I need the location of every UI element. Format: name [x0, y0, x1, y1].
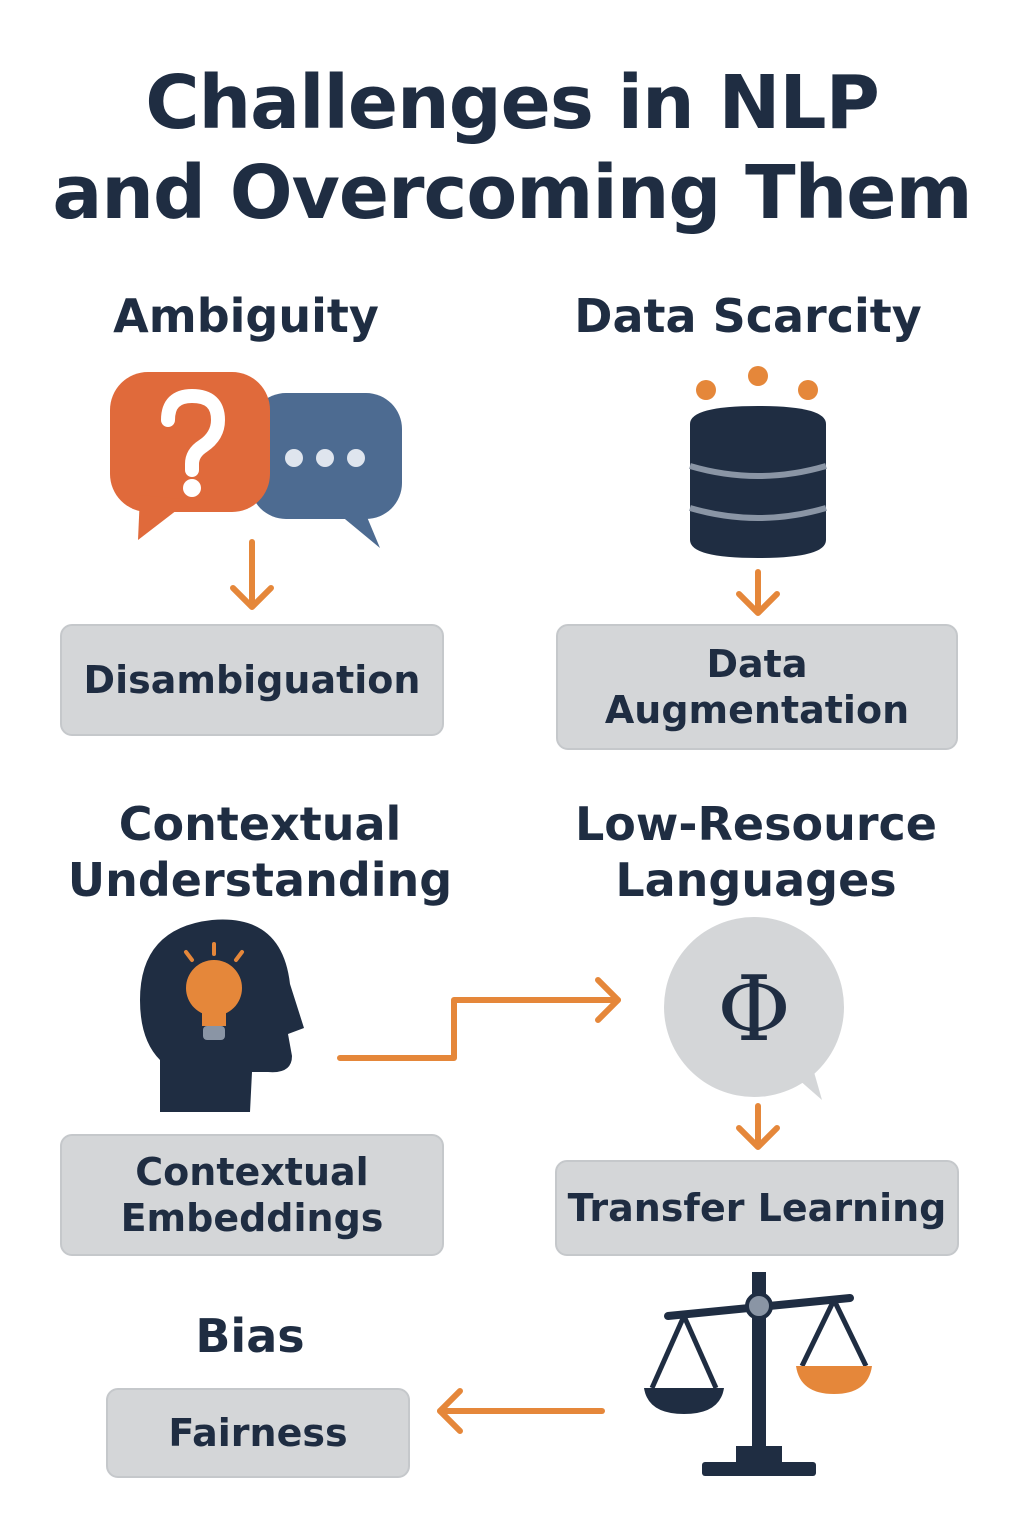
left-pan-bowl	[644, 1388, 724, 1414]
heading-low-resource-line-1: Low-Resource	[574, 797, 937, 851]
box-disambiguation: Disambiguation	[60, 624, 444, 736]
title-line-2: and Overcoming Them	[52, 150, 972, 236]
box-data-augmentation-line-1: Data	[706, 642, 808, 686]
box-contextual-embeddings-line-1: Contextual	[135, 1150, 369, 1194]
balance-scale-icon	[644, 1272, 872, 1476]
box-fairness-label: Fairness	[168, 1411, 348, 1455]
heading-bias: Bias	[195, 1309, 305, 1363]
phi-speech-bubble-icon: Φ	[664, 917, 844, 1100]
box-disambiguation-label: Disambiguation	[83, 658, 421, 702]
heading-contextual-line-2: Understanding	[67, 853, 453, 907]
box-transfer-learning: Transfer Learning	[555, 1160, 959, 1256]
head-lightbulb-icon	[140, 919, 304, 1112]
heading-data-scarcity: Data Scarcity	[574, 289, 922, 343]
box-data-augmentation: Data Augmentation	[556, 624, 958, 750]
heading-ambiguity: Ambiguity	[113, 289, 379, 343]
arrow-step-connector	[337, 977, 621, 1061]
right-pan-bowl	[796, 1366, 872, 1394]
box-contextual-embeddings-line-2: Embeddings	[120, 1196, 384, 1240]
arrow-down-ambiguity	[230, 539, 274, 610]
data-dot-left	[696, 380, 716, 400]
heading-low-resource-languages: Low-Resource Languages	[546, 796, 966, 908]
lightbulb-icon	[184, 942, 244, 1040]
page-title: Challenges in NLP and Overcoming Them	[0, 58, 1024, 238]
data-dot-center	[748, 366, 768, 386]
data-dot-right	[798, 380, 818, 400]
arrow-left-bias	[437, 1388, 605, 1434]
database-icon	[689, 366, 827, 558]
orange-speech-bubble-icon	[110, 372, 270, 540]
heading-low-resource-line-2: Languages	[615, 853, 897, 907]
heading-contextual-line-1: Contextual	[118, 797, 402, 851]
box-contextual-embeddings: Contextual Embeddings	[60, 1134, 444, 1256]
blue-speech-bubble-icon	[250, 393, 402, 548]
arrow-down-low-resource	[736, 1103, 780, 1150]
box-data-augmentation-line-2: Augmentation	[604, 688, 910, 732]
right-scale-pan	[799, 1298, 869, 1368]
title-line-1: Challenges in NLP	[145, 60, 880, 146]
box-transfer-learning-label: Transfer Learning	[567, 1186, 947, 1230]
left-scale-pan	[649, 1314, 719, 1390]
box-fairness: Fairness	[106, 1388, 410, 1478]
question-speech-bubbles-icon	[110, 372, 402, 548]
phi-glyph: Φ	[717, 957, 791, 1062]
arrow-down-data-scarcity	[736, 569, 780, 616]
heading-contextual-understanding: Contextual Understanding	[40, 796, 480, 908]
